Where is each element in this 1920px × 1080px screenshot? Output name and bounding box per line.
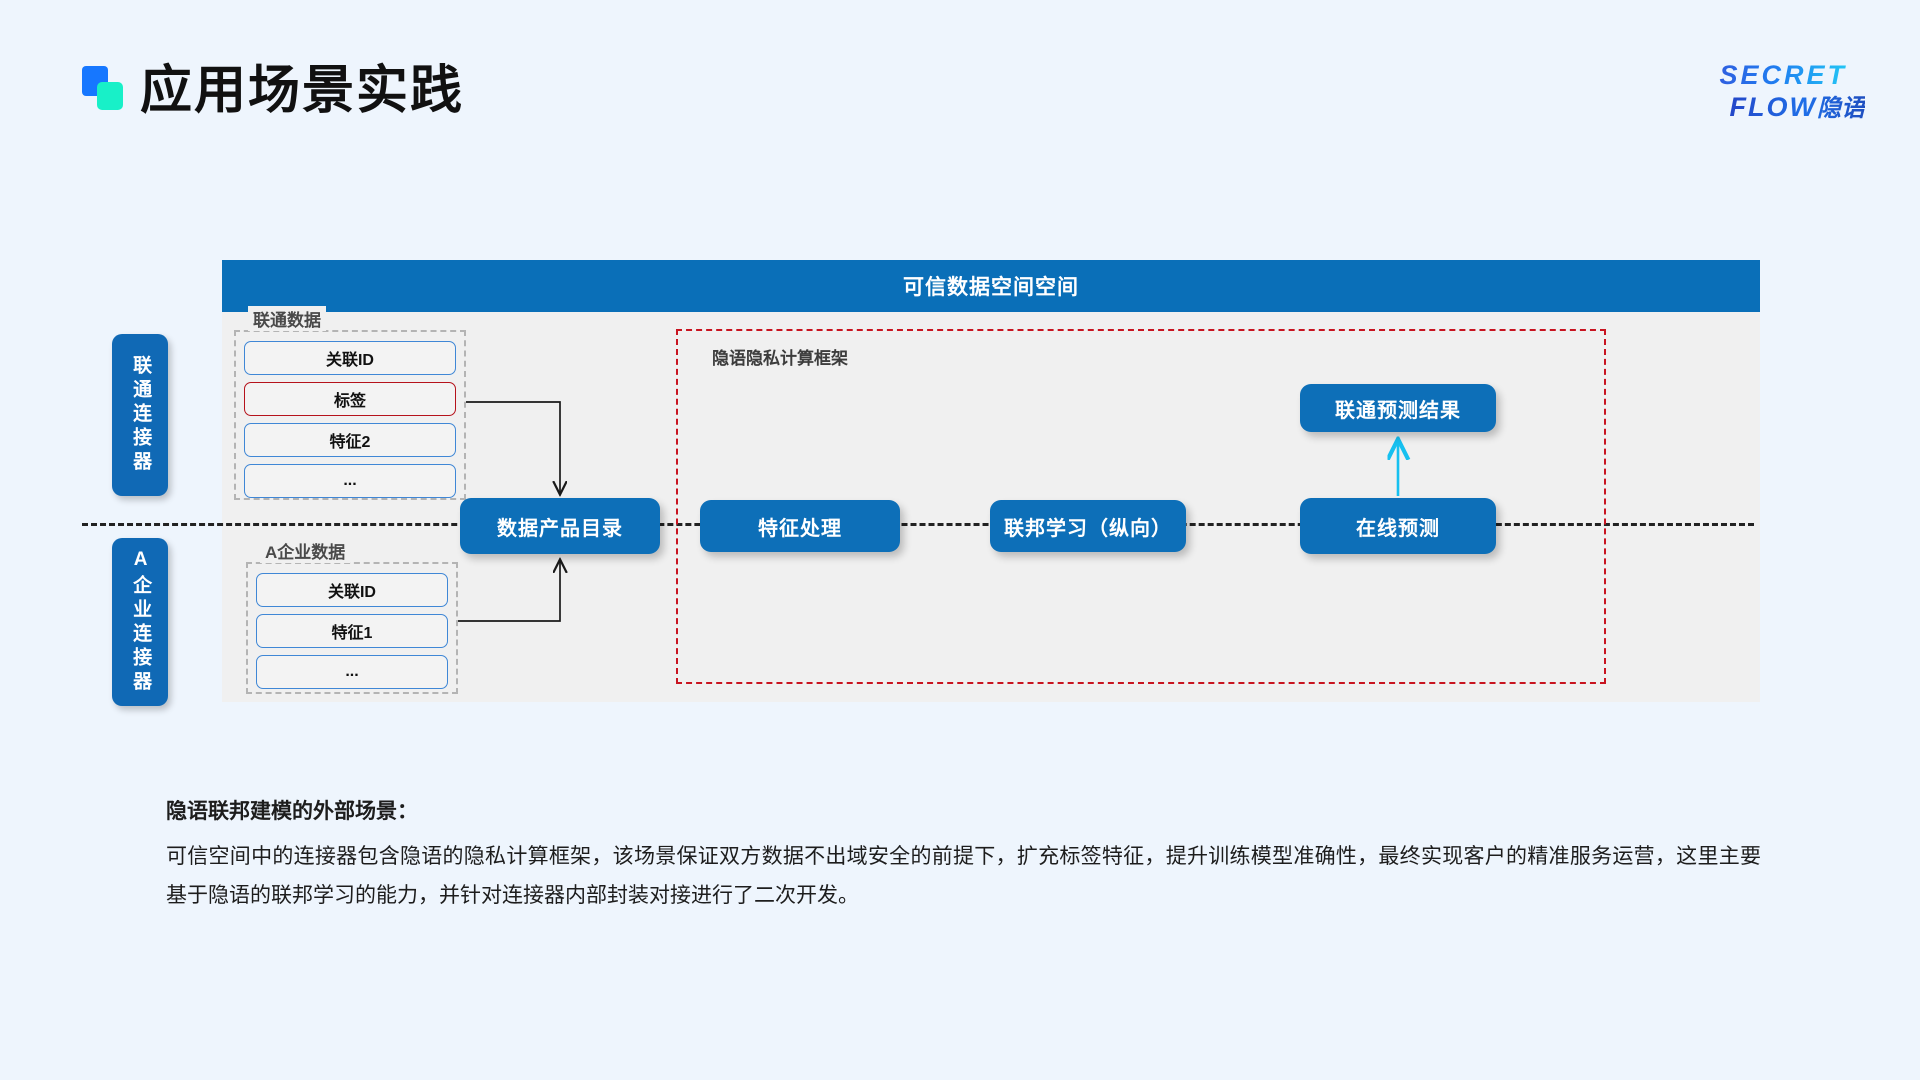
privacy-framework-label: 隐语隐私计算框架	[712, 349, 848, 368]
data-item[interactable]: 标签	[244, 382, 456, 416]
data-group-unicom: 联通数据 关联ID 标签 特征2 ...	[234, 306, 466, 500]
data-group-enterprise-a: A企业数据 关联ID 特征1 ...	[246, 538, 458, 694]
page-title: 应用场景实践	[140, 62, 465, 120]
node-feature-processing[interactable]: 特征处理	[700, 500, 900, 552]
data-item[interactable]: ...	[244, 464, 456, 498]
tab-uni-label: 联通连接器	[130, 355, 152, 475]
caption-title: 隐语联邦建模的外部场景：	[166, 800, 418, 823]
sidebar-item-unicom-connector[interactable]: 联通连接器	[112, 334, 168, 496]
party-split-line	[82, 523, 1754, 526]
brand-bottom-cn: 隐语	[1817, 95, 1865, 122]
sidebar-item-enterprise-a-connector[interactable]: A企业连接器	[112, 538, 168, 706]
brand-bottom-en: FLOW	[1729, 92, 1817, 122]
data-item[interactable]: 关联ID	[244, 341, 456, 375]
node-online-prediction[interactable]: 在线预测	[1300, 498, 1496, 554]
data-item[interactable]: 关联ID	[256, 573, 448, 607]
logo-square-teal	[97, 82, 123, 110]
data-item[interactable]: 特征2	[244, 423, 456, 457]
node-unicom-prediction-result[interactable]: 联通预测结果	[1300, 384, 1496, 432]
brand-top-text: SECRET	[1719, 60, 1847, 90]
secretflow-brand-logo: SECRET FLOW隐语	[1605, 60, 1865, 118]
data-item[interactable]: 特征1	[256, 614, 448, 648]
tab-entA-label: A企业连接器	[130, 549, 152, 695]
privacy-framework-boundary: 隐语隐私计算框架	[676, 329, 1606, 684]
data-group-unicom-label: 联通数据	[248, 306, 326, 331]
two-squares-logo-icon	[82, 66, 126, 110]
data-group-enterprise-a-label: A企业数据	[260, 538, 351, 563]
brand-bottom-text: FLOW隐语	[1730, 88, 1865, 123]
data-item[interactable]: ...	[256, 655, 448, 689]
node-federated-learning[interactable]: 联邦学习（纵向）	[990, 500, 1186, 552]
caption-body: 可信空间中的连接器包含隐语的隐私计算框架，该场景保证双方数据不出域安全的前提下，…	[166, 845, 1761, 907]
panel-header-title: 可信数据空间空间	[222, 260, 1760, 312]
node-data-product-catalog[interactable]: 数据产品目录	[460, 498, 660, 554]
